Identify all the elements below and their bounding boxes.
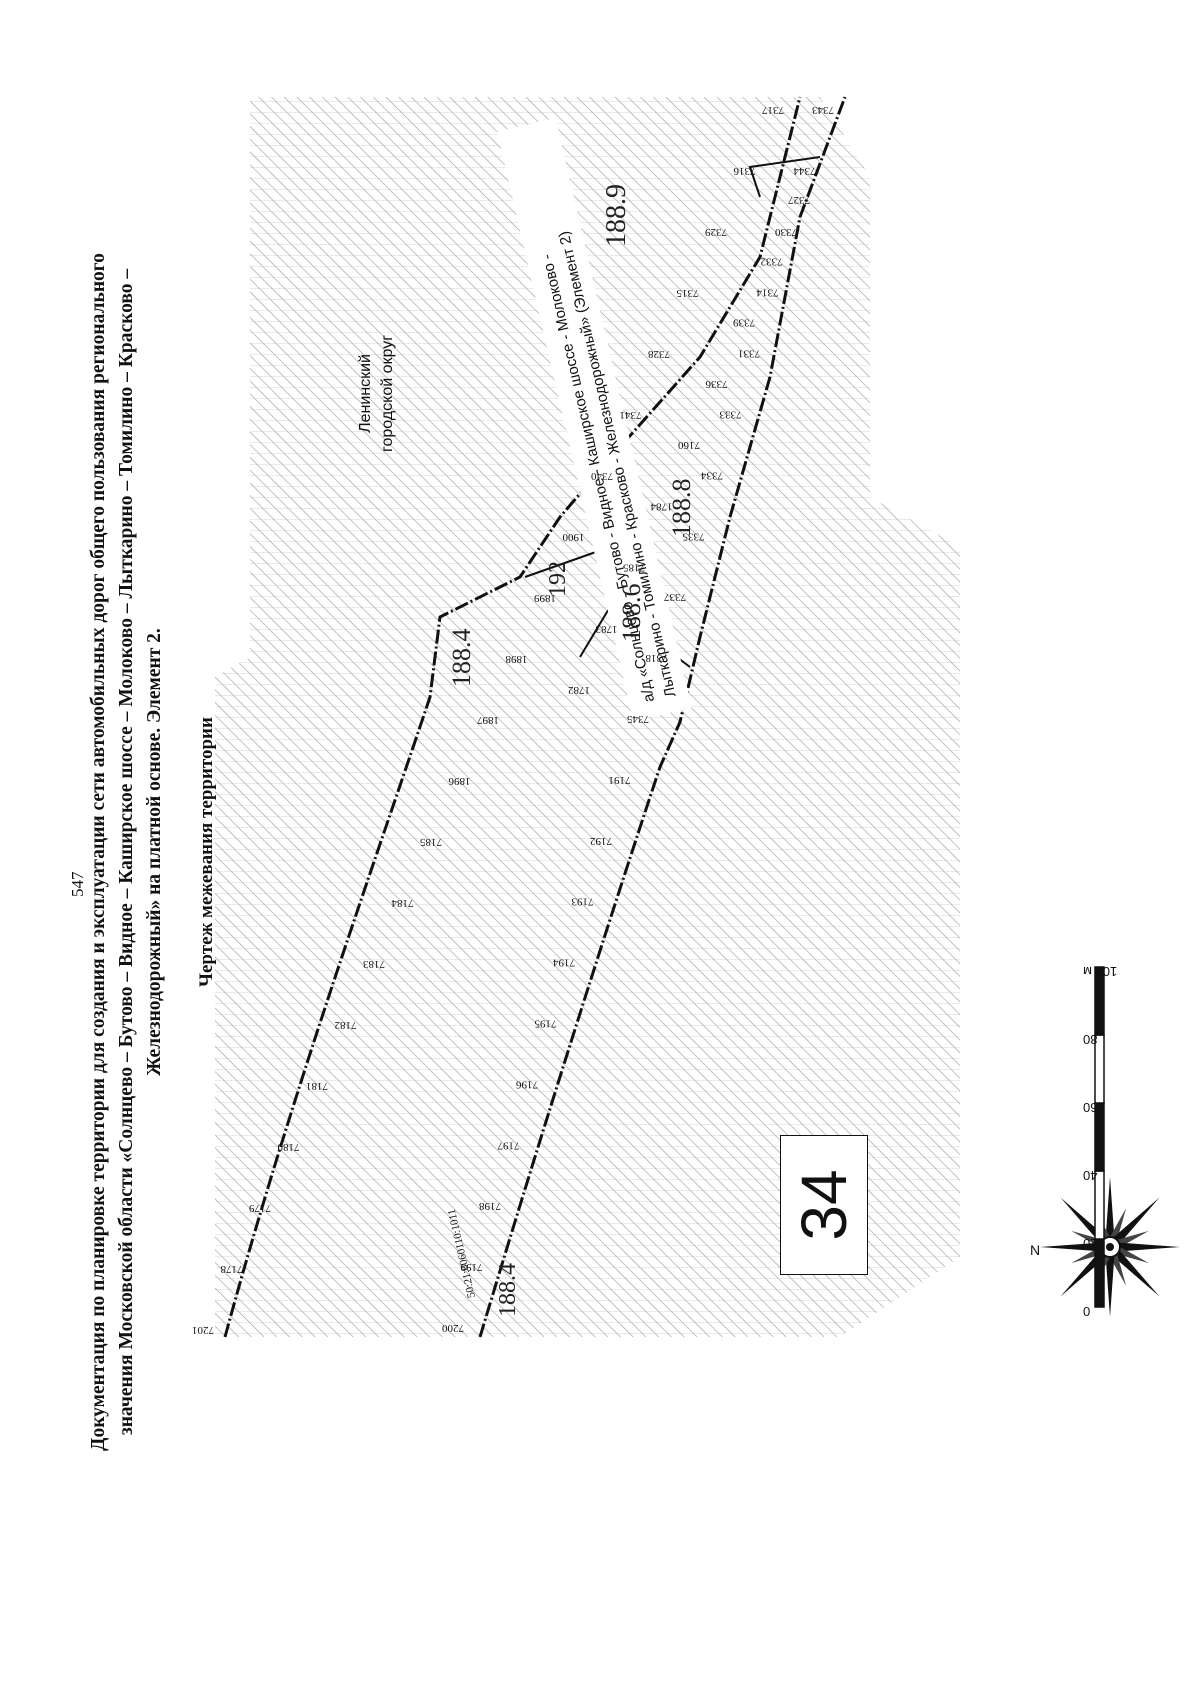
compass-rose-icon: N: [1030, 1177, 1180, 1317]
point-label: 1898: [505, 653, 528, 665]
point-label: 7180: [277, 1141, 300, 1153]
point-label: 7341: [620, 409, 642, 421]
point-label: 7339: [733, 317, 756, 329]
point-label: 7182: [335, 1019, 357, 1031]
zone-label: 192: [545, 561, 571, 597]
district-line-2: городской округ: [379, 334, 396, 452]
zone-label: 188.9: [601, 184, 632, 247]
point-label: 7198: [479, 1200, 502, 1212]
point-label: 7314: [756, 287, 779, 299]
scale-tick-label: 40: [1083, 1168, 1097, 1183]
point-label: 7340: [591, 470, 614, 482]
point-label: 7333: [719, 409, 742, 421]
point-label: 7178: [220, 1263, 243, 1275]
point-label: 7343: [812, 104, 835, 116]
point-label: 7337: [664, 591, 687, 603]
point-label: 7199: [460, 1261, 483, 1273]
point-label: 7183: [363, 958, 386, 970]
point-label: 7330: [775, 226, 798, 238]
point-label: 1899: [534, 592, 557, 604]
scale-tick-label: 100 м: [1083, 964, 1117, 979]
north-label: N: [1030, 1242, 1040, 1258]
point-label: 7201: [192, 1324, 214, 1336]
point-label: 1784: [650, 500, 673, 512]
point-label: 7315: [676, 287, 699, 299]
point-label: 1896: [448, 775, 471, 787]
point-label: 1782: [568, 684, 590, 696]
point-label: 7185: [623, 562, 646, 574]
scale-tick-label: 20: [1083, 1236, 1097, 1251]
point-label: 7193: [571, 896, 594, 908]
point-label: 7179: [249, 1202, 272, 1214]
district-label: Ленинский городской округ: [355, 335, 399, 452]
point-label: 7191: [609, 774, 631, 786]
point-label: 7345: [627, 713, 650, 725]
scale-bar: 0 20 40 60 80 100 м: [1083, 964, 1117, 1319]
point-label: 7316: [733, 165, 756, 177]
point-label: 7196: [516, 1078, 539, 1090]
point-label: 7195: [534, 1018, 557, 1030]
point-label: 7332: [761, 255, 783, 267]
zone-label: 188.4: [495, 1263, 521, 1317]
point-label: 1897: [477, 714, 500, 726]
zone-label: 188.8: [667, 479, 696, 538]
scale-tick-label: 80: [1083, 1032, 1097, 1047]
point-label: 7194: [553, 957, 576, 969]
sheet-number-box: 34: [780, 1135, 868, 1275]
point-labels: 7201 7178 7179 7180 7181 7182 7183 7184 7185 1896…: [192, 104, 834, 1336]
point-label: 1783: [595, 623, 618, 635]
branch-line-3: [748, 156, 821, 198]
point-label: 1900: [562, 531, 585, 543]
point-label: 7329: [705, 226, 728, 238]
point-label: 7344: [793, 165, 816, 177]
point-label: 7317: [762, 104, 785, 116]
point-label: 7335: [682, 530, 705, 542]
point-label: 7336: [705, 378, 728, 390]
point-label: 7185: [420, 836, 443, 848]
point-label: 7192: [590, 835, 612, 847]
zone-labels: 188.4 188.4 192 188.6 188.8 188.9: [447, 184, 696, 1317]
point-label: 7184: [391, 897, 414, 909]
point-label: 7328: [648, 348, 671, 360]
point-label: 7334: [701, 469, 724, 481]
scale-tick-label: 60: [1083, 1100, 1097, 1115]
point-label: 7200: [442, 1322, 465, 1334]
scale-tick-label: 0: [1083, 1304, 1090, 1319]
point-label: 7331: [738, 348, 760, 360]
point-label: 7327: [788, 194, 811, 206]
hatched-territory: [215, 97, 960, 1337]
zone-label: 188.6: [617, 584, 646, 643]
lower-boundary-line: [478, 96, 847, 1338]
point-label: 7181: [306, 1080, 328, 1092]
district-line-1: Ленинский: [357, 354, 374, 433]
zone-label: 188.4: [447, 629, 476, 688]
point-label: 7160: [678, 439, 701, 451]
point-label: 7318: [645, 652, 668, 664]
point-label: 7197: [497, 1139, 520, 1151]
upper-boundary-line: [223, 96, 802, 1338]
